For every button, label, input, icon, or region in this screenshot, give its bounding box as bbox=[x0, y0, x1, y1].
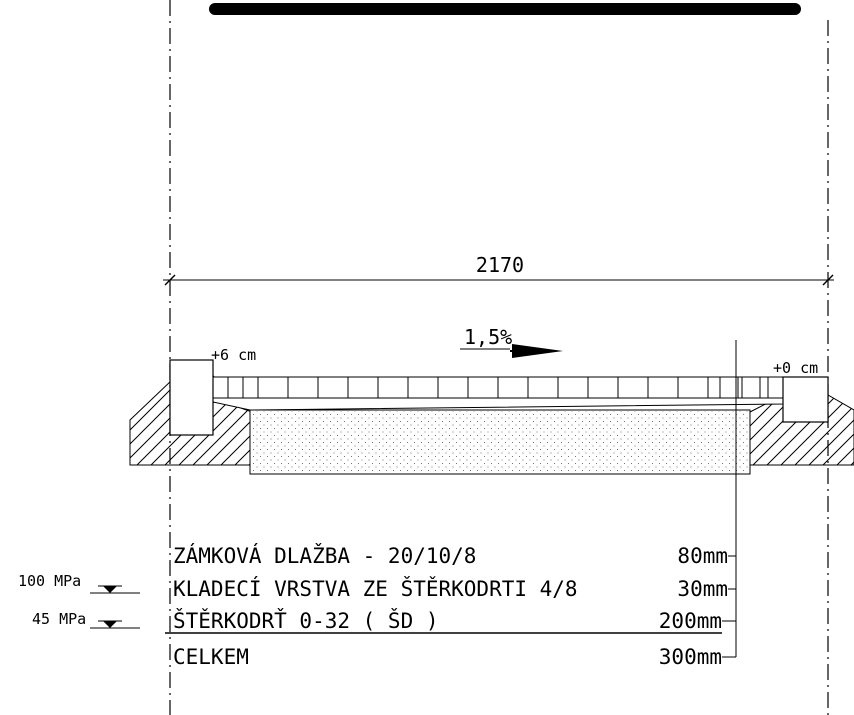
slope-indicator: 1,5% bbox=[460, 325, 563, 358]
level-triangle-icon bbox=[103, 621, 117, 628]
layer-legend: ZÁMKOVÁ DLAŽBA - 20/10/8 80mm KLADECÍ VR… bbox=[165, 543, 728, 669]
width-dimension-label: 2170 bbox=[476, 253, 524, 277]
left-curb bbox=[169, 359, 214, 436]
width-dimension: 2170 bbox=[163, 253, 834, 286]
total-name: CELKEM bbox=[173, 645, 249, 669]
right-curb bbox=[782, 376, 829, 423]
modulus-label: 45 MPa bbox=[32, 610, 86, 628]
layer-thickness: 200mm bbox=[659, 609, 722, 633]
slope-label: 1,5% bbox=[464, 325, 512, 349]
modulus-markers: 100 MPa 45 MPa bbox=[18, 572, 140, 629]
right-elevation-label: +0 cm bbox=[773, 359, 818, 377]
layer-thickness: 30mm bbox=[677, 577, 728, 601]
layer-thickness: 80mm bbox=[677, 544, 728, 568]
level-triangle-icon bbox=[103, 586, 117, 593]
left-elevation-label: +6 cm bbox=[211, 346, 256, 364]
layer-name: KLADECÍ VRSTVA ZE ŠTĚRKODRTI 4/8 bbox=[173, 576, 578, 601]
total-thickness: 300mm bbox=[659, 645, 722, 669]
layer-name: ZÁMKOVÁ DLAŽBA - 20/10/8 bbox=[173, 543, 476, 568]
layer-name: ŠTĚRKODRŤ 0-32 ( ŠD ) bbox=[173, 608, 439, 633]
bedding-layer bbox=[212, 397, 784, 411]
modulus-label: 100 MPa bbox=[18, 572, 81, 590]
paving-layer bbox=[212, 376, 784, 399]
